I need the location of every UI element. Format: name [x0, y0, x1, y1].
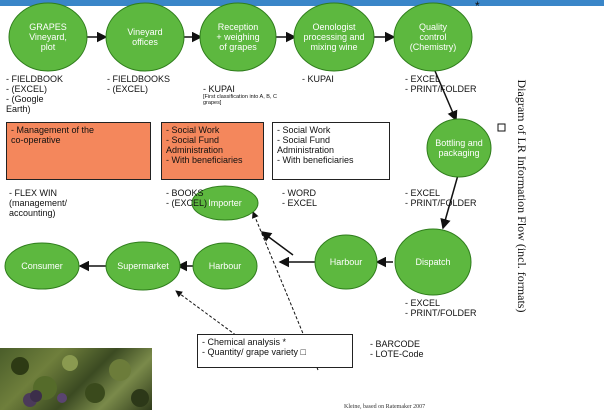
label-harbour-left: Harbour [208, 261, 242, 271]
vineyard-photo [0, 348, 152, 410]
node-bottling [426, 118, 492, 178]
box-management: - Management of the co-operative [6, 122, 151, 180]
arrow-bottling-to-dispatch [440, 174, 459, 230]
grape-leaves-image [11, 355, 149, 407]
formats-vineyard-offices: - FIELDBOOKS - (EXCEL) [107, 74, 171, 94]
formats-oenologist: - KUPAI [302, 74, 334, 84]
formats-social-white: - WORD - EXCEL [282, 188, 318, 208]
formats-reception-main: - KUPAI [203, 84, 235, 94]
label-reception: Reception + weighing of grapes [216, 22, 260, 52]
label-supermarket: Supermarket [117, 261, 169, 271]
top-accent-bar [0, 0, 604, 6]
credit-note: Kleine, based on Ratemaker 2007 [344, 404, 426, 410]
node-harbour-left [192, 242, 258, 290]
box-social-white: - Social Work - Social Fund Administrati… [272, 122, 390, 180]
node-supermarket [105, 241, 181, 291]
label-consumer: Consumer [21, 261, 63, 271]
formats-management: - FLEX WIN (management/ accounting) [9, 188, 68, 218]
diagram-title: Diagram of LR Information Flow (incl. fo… [515, 79, 529, 313]
formats-reception-note: [First classification into A, B, C grape… [203, 94, 277, 106]
formats-bottling: - EXCEL - PRINT/FOLDER [405, 188, 477, 208]
label-importer: Importer [208, 198, 242, 208]
node-consumer [4, 242, 80, 290]
node-reception [199, 2, 277, 72]
dashed-arrow-to-importer [252, 211, 319, 371]
node-vineyard-offices [105, 2, 185, 72]
formats-grapes: - FIELDBOOK - (EXCEL) - (Google Earth) [6, 74, 64, 114]
box-social-orange: - Social Work - Social Fund Administrati… [161, 122, 264, 180]
arrow-quality-to-bottling [434, 70, 458, 122]
formats-quality-control: - EXCEL - PRINT/FOLDER [405, 74, 477, 94]
formats-reception: - KUPAI [First classification into A, B,… [203, 74, 313, 116]
label-bottling: Bottling and packaging [435, 138, 483, 158]
box-analysis: - Chemical analysis * - Quantity/ grape … [197, 334, 353, 368]
node-oenologist [293, 2, 375, 72]
node-harbour-right [314, 234, 378, 290]
label-oenologist: Oenologist processing and mixing wine [303, 22, 365, 52]
bottling-square-symbol [497, 123, 506, 132]
node-importer [191, 185, 259, 221]
formats-dispatch: - EXCEL - PRINT/FOLDER [405, 298, 477, 318]
node-dispatch [394, 228, 472, 296]
label-harbour-right: Harbour [329, 257, 363, 267]
label-vineyard-offices: Vineyard offices [127, 27, 163, 47]
label-quality-control: Quality control (Chemistry) [409, 22, 457, 52]
formats-analysis: - BARCODE - LOTE-Code [370, 339, 424, 359]
node-grapes [8, 2, 88, 72]
node-quality-control [393, 2, 473, 72]
arrow-harbour-to-importer [260, 231, 294, 256]
label-dispatch: Dispatch [415, 257, 451, 267]
formats-social-orange: - BOOKS - (EXCEL) [166, 188, 208, 208]
quality-star-mark: * [475, 0, 480, 13]
label-grapes: GRAPES Vineyard, plot [29, 22, 67, 52]
